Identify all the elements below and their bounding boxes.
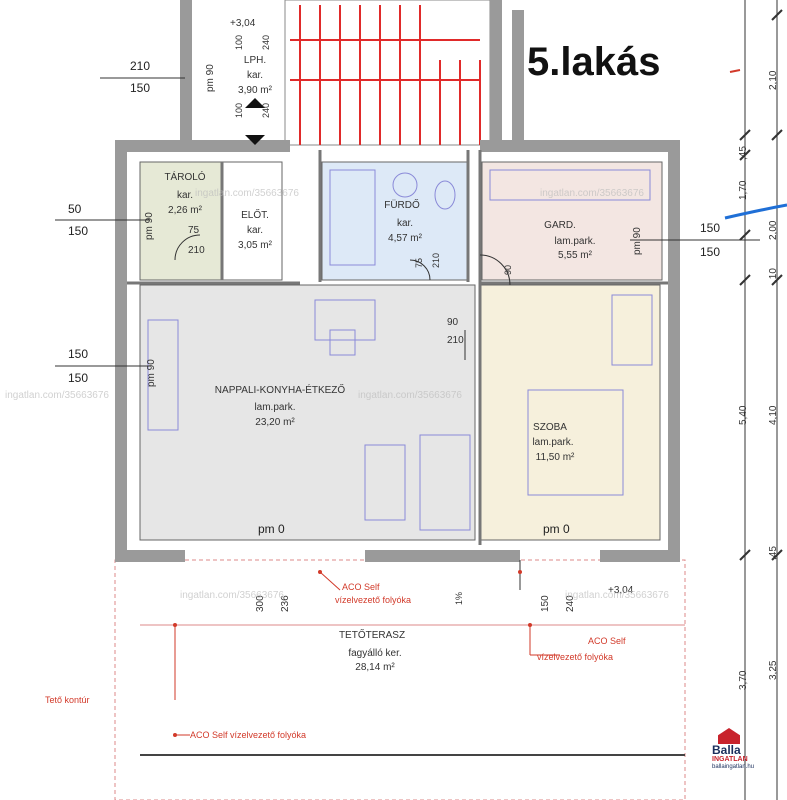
- blue-line: [724, 203, 787, 220]
- stair-dim-4: 240: [261, 102, 271, 118]
- room-elot-floor: kar.: [246, 225, 264, 236]
- vdim-6: 5,40: [738, 405, 749, 425]
- dim-left-2-top: 50: [68, 202, 82, 216]
- door-furdo-w: 75: [414, 257, 424, 268]
- right-dim-axes: [739, 0, 783, 800]
- aco-leaders: [174, 571, 560, 736]
- door-terrace-2: 150: [540, 595, 551, 612]
- watermark: ingatlan.com/35663676: [358, 390, 462, 401]
- watermark: ingatlan.com/35663676: [180, 590, 284, 601]
- room-furdo-floor: kar.: [396, 218, 414, 229]
- vdim-4: 2,00: [768, 220, 779, 240]
- teto-kontur: Tető kontúr: [45, 695, 90, 705]
- logo-sub: INGATLAN: [712, 756, 748, 764]
- slope-label: 1%: [454, 591, 464, 605]
- watermark: ingatlan.com/35663676: [565, 590, 669, 601]
- watermark: ingatlan.com/35663676: [195, 188, 299, 199]
- room-tarolo-floor: kar.: [176, 190, 194, 201]
- room-nappali-area: 23,20 m²: [255, 417, 295, 428]
- furniture: [147, 169, 653, 531]
- watermark: ingatlan.com/35663676: [5, 390, 109, 401]
- red-tick: [729, 69, 741, 73]
- room-elot-area: 3,05 m²: [238, 240, 272, 251]
- room-szoba-area: 11,50 m²: [535, 452, 575, 463]
- left-dim-lines: [55, 77, 760, 367]
- page-title: 5.lakás: [527, 40, 661, 84]
- door-living-w: 90: [447, 317, 459, 328]
- door-lph-pm: pm 90: [205, 64, 216, 92]
- room-nappali: [139, 284, 476, 541]
- vdim-10: 3,25: [768, 660, 779, 680]
- aco-1-desc: vízelvezető folyóka: [335, 595, 412, 605]
- room-furdo-area: 4,57 m²: [388, 233, 422, 244]
- aco-1-title: ACO Self: [342, 582, 380, 592]
- level-marker-icon: [245, 98, 265, 108]
- staircase: [284, 0, 491, 146]
- room-tarolo-name: TÁROLÓ: [164, 172, 206, 183]
- room-lph-area: 3,90 m²: [238, 85, 272, 96]
- level-marker-icon: [245, 135, 265, 145]
- level-lph: +3,04: [230, 18, 256, 29]
- door-szoba-pm0: pm 0: [543, 522, 570, 536]
- aco-3: ACO Self vízelvezető folyóka: [190, 730, 307, 740]
- room-terasz-floor: fagyálló ker.: [348, 648, 402, 659]
- stair-dim-3: 100: [234, 102, 244, 118]
- room-tarolo-area: 2,26 m²: [168, 205, 202, 216]
- door-gard-w: 90: [503, 264, 513, 275]
- house-logo-icon: [718, 728, 740, 744]
- vdim-1: 2,10: [768, 70, 779, 90]
- dim-right-bottom: 150: [700, 245, 721, 259]
- vdim-7: 4,10: [768, 405, 779, 425]
- vdim-8: ,45: [768, 546, 779, 560]
- logo: Balla INGATLAN ballaingatlan.hu: [712, 728, 772, 770]
- door-swings: [174, 234, 521, 590]
- room-gard: [481, 161, 663, 281]
- logo-name: Balla: [712, 743, 741, 757]
- partitions: [127, 150, 668, 545]
- vdim-3: 1,70: [738, 180, 749, 200]
- room-szoba: [479, 284, 661, 541]
- dim-right-top: 150: [700, 221, 721, 235]
- watermark: ingatlan.com/35663676: [540, 188, 644, 199]
- stair-dim-2: 240: [261, 34, 271, 50]
- door-tarolo-h: 210: [188, 245, 205, 256]
- room-nappali-name: NAPPALI-KONYHA-ÉTKEZŐ: [214, 385, 346, 396]
- door-tarolo-pm: pm 90: [144, 212, 155, 240]
- dim-left-3-top: 150: [68, 347, 89, 361]
- room-lph-name: LPH.: [243, 55, 267, 66]
- aco-2-desc: vízelvezető folyóka: [537, 652, 614, 662]
- door-furdo-h: 210: [431, 252, 441, 268]
- stair-dim-1: 100: [234, 34, 244, 50]
- room-szoba-name: SZOBA: [533, 422, 567, 433]
- dim-left-1-bottom: 150: [130, 81, 151, 95]
- room-gard-floor: lam.park.: [554, 236, 596, 247]
- door-living-pm0: pm 0: [258, 522, 285, 536]
- room-terasz-area: 28,14 m²: [355, 662, 395, 673]
- vdim-9: 3,70: [738, 670, 749, 690]
- terrace-outline: [114, 559, 686, 800]
- room-gard-name: GARD.: [544, 220, 576, 231]
- door-living-h: 210: [447, 335, 464, 346]
- door-gard-pm: pm 90: [632, 227, 643, 255]
- room-gard-area: 5,55 m²: [558, 250, 592, 261]
- vdim-5: ,10: [768, 268, 779, 282]
- room-elot-name: ELŐT.: [241, 210, 269, 221]
- vdim-2: ,45: [738, 146, 749, 160]
- room-szoba-floor: lam.park.: [532, 437, 574, 448]
- dim-left-1-top: 210: [130, 59, 151, 73]
- outer-walls: [115, 0, 680, 562]
- room-elot: [221, 161, 283, 281]
- dim-left-3-bottom: 150: [68, 371, 89, 385]
- door-living-pm: pm 90: [146, 359, 157, 387]
- logo-url: ballaingatlan.hu: [712, 763, 755, 770]
- aco-2-title: ACO Self: [588, 636, 626, 646]
- room-furdo-name: FÜRDŐ: [384, 200, 420, 211]
- room-lph-floor: kar.: [246, 70, 264, 81]
- dim-left-2-bottom: 150: [68, 224, 89, 238]
- room-terasz-name: TETŐTERASZ: [338, 630, 406, 641]
- door-tarolo-w: 75: [188, 225, 200, 236]
- terrace-level: +3,04: [608, 585, 634, 596]
- room-nappali-floor: lam.park.: [254, 402, 296, 413]
